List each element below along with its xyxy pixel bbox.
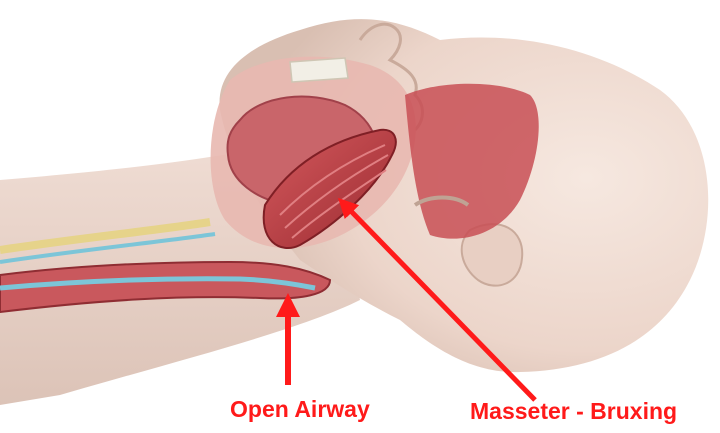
open-airway-label: Open Airway — [230, 396, 370, 423]
masseter-bruxing-label: Masseter - Bruxing — [470, 398, 677, 425]
upper-teeth — [290, 58, 348, 82]
